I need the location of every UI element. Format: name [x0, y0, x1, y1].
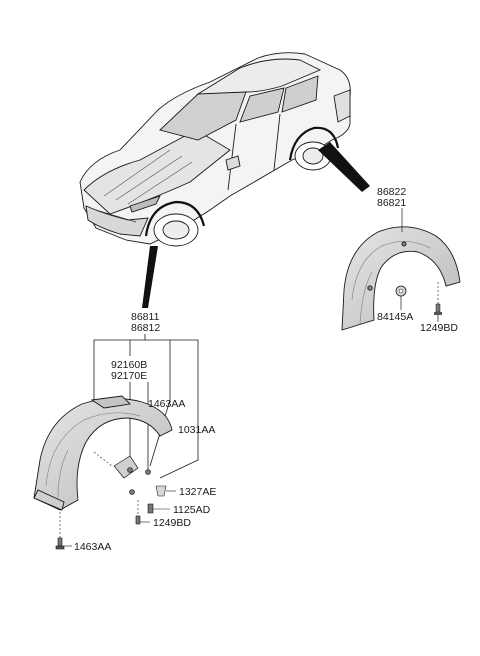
label-front-screw-a: 1463AA [148, 398, 186, 410]
label-front-screw-ad: 1125AD [173, 504, 211, 516]
label-front-upper: 86811 [131, 311, 160, 323]
label-front-screw-bd: 1249BD [153, 517, 191, 529]
label-rear-screw: 1249BD [420, 322, 458, 334]
car-illustration [79, 52, 351, 247]
front-callout-wedge [142, 246, 158, 308]
front-bracket-lines [93, 334, 199, 479]
label-front-lower: 86812 [131, 322, 161, 334]
rear-callout-wedge [318, 142, 370, 192]
rear-nut-84145a [395, 285, 407, 297]
label-rear-lower: 86821 [377, 197, 407, 209]
front-wheel-guard [33, 395, 173, 511]
rear-screw-1249bd [434, 282, 442, 315]
front-fasteners [55, 467, 176, 550]
label-front-clip-lower: 92170E [111, 370, 148, 382]
label-front-clip-ae: 1327AE [179, 486, 217, 498]
label-front-clip-upper: 92160B [111, 359, 148, 371]
label-front-screw-bottom: 1463AA [74, 541, 112, 553]
label-front-bolt: 1031AA [178, 424, 216, 436]
label-rear-nut: 84145A [377, 311, 414, 323]
rear-wheel-guard [341, 226, 461, 331]
label-rear-upper: 86822 [377, 186, 407, 198]
